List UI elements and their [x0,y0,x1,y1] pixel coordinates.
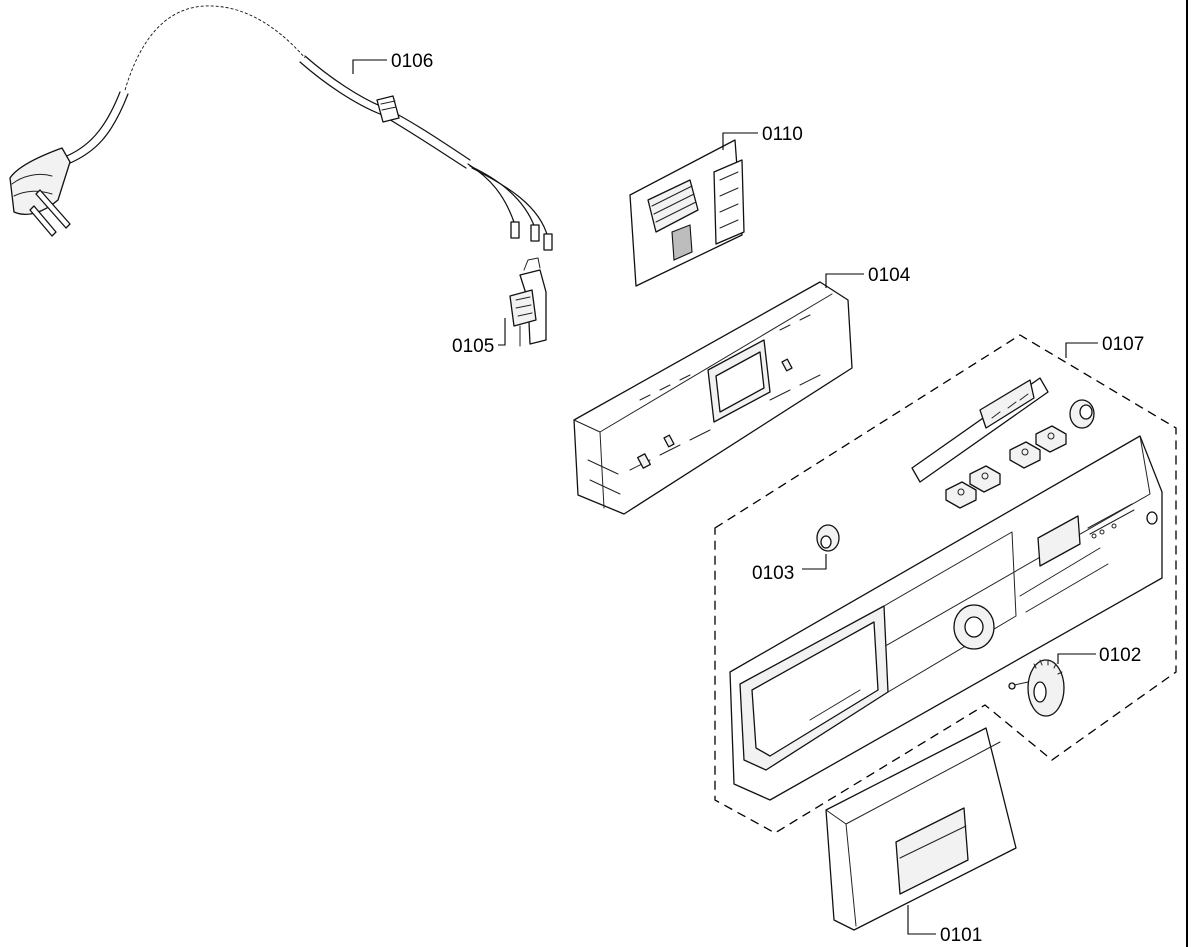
selector-knob-callout: 0102 [1057,645,1141,666]
callout-0101: 0101 [940,925,982,946]
callout-0102: 0102 [1099,645,1141,666]
indicator-lens-callout: 0103 [752,554,827,584]
callout-0105: 0105 [452,336,494,357]
front-fascia [729,435,1163,801]
detergent-drawer-handle [825,727,1017,931]
control-panel-assembly [714,334,1177,834]
module-housing [573,281,853,515]
control-panel-assembly-callout: 0107 [1065,334,1144,358]
selector-knob [1008,659,1065,717]
callout-0103: 0103 [752,563,794,584]
module-housing-callout: 0104 [825,265,911,288]
callout-0104: 0104 [868,265,911,286]
program-button-caps [945,425,1067,509]
indicator-lens [816,524,840,552]
callout-0107: 0107 [1102,334,1144,355]
control-module-callout: 0110 [722,124,803,150]
control-module-board [629,139,745,287]
interference-filter [509,257,547,347]
interference-filter-callout: 0105 [452,318,506,357]
detergent-drawer-handle-callout: 0101 [907,905,982,946]
light-pipe-strip [911,377,1049,483]
callout-0110: 0110 [762,124,803,145]
power-cord-callout: 0106 [352,51,433,74]
callout-0106: 0106 [391,51,433,72]
power-cord [9,5,553,251]
start-button-cap [1069,399,1095,429]
